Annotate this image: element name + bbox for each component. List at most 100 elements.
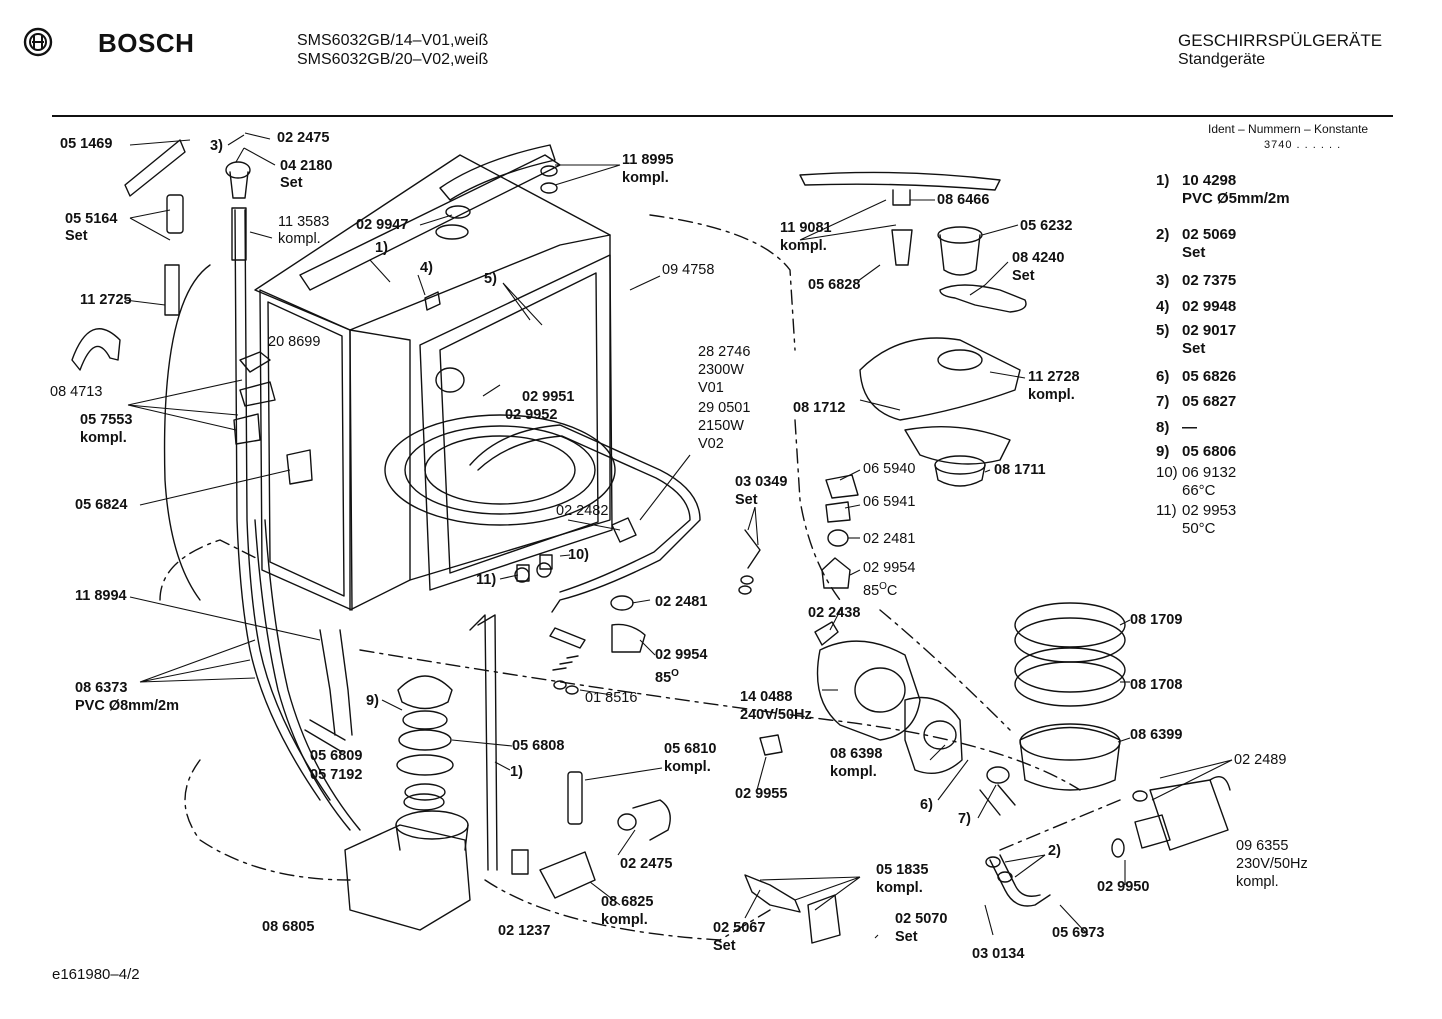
part-056808: 05 6808 [512, 738, 565, 754]
part-208699: 20 8699 [268, 334, 321, 350]
legend-part-number: 05 6826 [1182, 368, 1237, 385]
legend-item: 4)02 9948 [1156, 298, 1236, 316]
part-118995-kompl: kompl. [622, 170, 669, 186]
part-note-3: 3) [210, 138, 223, 154]
part-081711: 08 1711 [994, 462, 1046, 478]
part-042180-set: Set [280, 175, 303, 191]
part-086373: 08 6373 [75, 680, 128, 696]
legend-item: 3) 02 7375 [1156, 272, 1236, 290]
part-056824: 05 6824 [75, 497, 128, 513]
bosch-armature-icon [23, 27, 53, 57]
legend-key: 1) [1156, 172, 1170, 189]
part-022481-right: 02 2481 [863, 531, 916, 547]
part-086398: 08 6398 [830, 746, 883, 762]
part-022481-left: 02 2481 [655, 594, 708, 610]
heater-element [469, 424, 701, 613]
part-note-7: 7) [958, 811, 971, 827]
ident-title: Ident – Nummern – Konstante [1208, 122, 1369, 136]
legend-key: 2) [1156, 226, 1170, 243]
part-084240: 08 4240 [1012, 250, 1065, 266]
heater-282746: 28 2746 [698, 344, 751, 360]
part-029952: 02 9952 [505, 407, 558, 423]
part-057553: 05 7553 [80, 412, 133, 428]
legend-part-number: 05 6827 [1182, 393, 1237, 410]
part-086825-kompl: kompl. [601, 912, 648, 928]
legend-note: 50°C [1182, 520, 1216, 537]
part-025067: 02 5067 [713, 920, 766, 936]
part-065941: 06 5941 [863, 494, 916, 510]
part-081709: 08 1709 [1130, 612, 1183, 628]
part-119081: 11 9081 [780, 220, 832, 236]
fine-filter [859, 337, 1021, 421]
legend-key: 8) [1156, 419, 1170, 436]
legend-key: 9) [1156, 443, 1170, 460]
inlet-valve [1149, 779, 1229, 851]
legend-note: PVC Ø5mm/2m [1182, 190, 1290, 207]
part-096355-voltage: 230V/50Hz [1236, 856, 1308, 872]
legend-key: 6) [1156, 368, 1170, 385]
model-line-2: SMS6032GB/20–V02,weiß [297, 51, 489, 68]
part-113583-kompl: kompl. [278, 231, 321, 247]
part-030349: 03 0349 [735, 474, 788, 490]
legend-key: 10) [1156, 464, 1178, 481]
part-112728: 11 2728 [1028, 369, 1080, 385]
part-055164-set: Set [65, 228, 88, 244]
part-note-4: 4) [420, 260, 433, 276]
part-029954-left-temp: 85O [655, 668, 679, 686]
part-030349-set: Set [735, 492, 758, 508]
part-086398-kompl: kompl. [830, 764, 877, 780]
part-086373-pvc: PVC Ø8mm/2m [75, 698, 179, 714]
part-081712: 08 1712 [793, 400, 846, 416]
legend-part-number: 02 9948 [1182, 298, 1237, 315]
sump-pump [344, 824, 471, 931]
part-029950: 02 9950 [1097, 879, 1150, 895]
upper-spray-arm [439, 144, 556, 201]
part-056973: 05 6973 [1052, 925, 1105, 941]
heater-2150w: 2150W [698, 418, 744, 434]
part-025067-set: Set [713, 938, 736, 954]
part-055164: 05 5164 [65, 211, 118, 227]
lower-spray-arm [799, 171, 1001, 191]
part-112725: 11 2725 [80, 292, 132, 308]
part-119081-kompl: kompl. [780, 238, 827, 254]
part-118994: 11 8994 [75, 588, 127, 604]
part-029947: 02 9947 [356, 217, 409, 233]
part-051835: 05 1835 [876, 862, 929, 878]
ident-value: 3740 . . . . . . [1264, 139, 1342, 151]
part-029955: 02 9955 [735, 786, 788, 802]
bosch-logo [22, 26, 54, 63]
category-subtitle: Standgeräte [1178, 51, 1266, 68]
legend-key: 5) [1156, 322, 1170, 339]
part-030134: 03 0134 [972, 946, 1025, 962]
part-065940: 06 5940 [863, 461, 916, 477]
part-056810-kompl: kompl. [664, 759, 711, 775]
part-029951: 02 9951 [522, 389, 575, 405]
pump-housing [1019, 726, 1121, 791]
category-title: GESCHIRRSPÜLGERÄTE [1178, 31, 1383, 50]
legend-key: 11) [1156, 502, 1177, 519]
part-086825: 08 6825 [601, 894, 654, 910]
legend-part-number: 02 5069 [1182, 226, 1237, 243]
part-096355-kompl: kompl. [1236, 874, 1279, 890]
part-021237: 02 1237 [498, 923, 551, 939]
heater-290501: 29 0501 [698, 400, 751, 416]
legend-part-number: 02 7375 [1182, 272, 1237, 289]
part-056810: 05 6810 [664, 741, 717, 757]
legend-key: 3) [1156, 272, 1170, 289]
drawing-code: e161980–4/2 [52, 966, 140, 983]
part-025070: 02 5070 [895, 911, 948, 927]
part-051469: 05 1469 [60, 136, 113, 152]
legend-part-number: 05 6806 [1182, 443, 1237, 460]
part-140488: 14 0488 [740, 689, 793, 705]
legend-note: 66°C [1182, 482, 1216, 499]
drain-hoses [234, 209, 321, 801]
part-note-6: 6) [920, 797, 933, 813]
model-line-1: SMS6032GB/14–V01,weiß [297, 32, 489, 49]
legend-part-number: 10 4298 [1182, 172, 1237, 189]
part-112728-kompl: kompl. [1028, 387, 1075, 403]
legend-item: 9) 05 6806 [1156, 443, 1236, 461]
legend-part-number: — [1182, 419, 1197, 436]
